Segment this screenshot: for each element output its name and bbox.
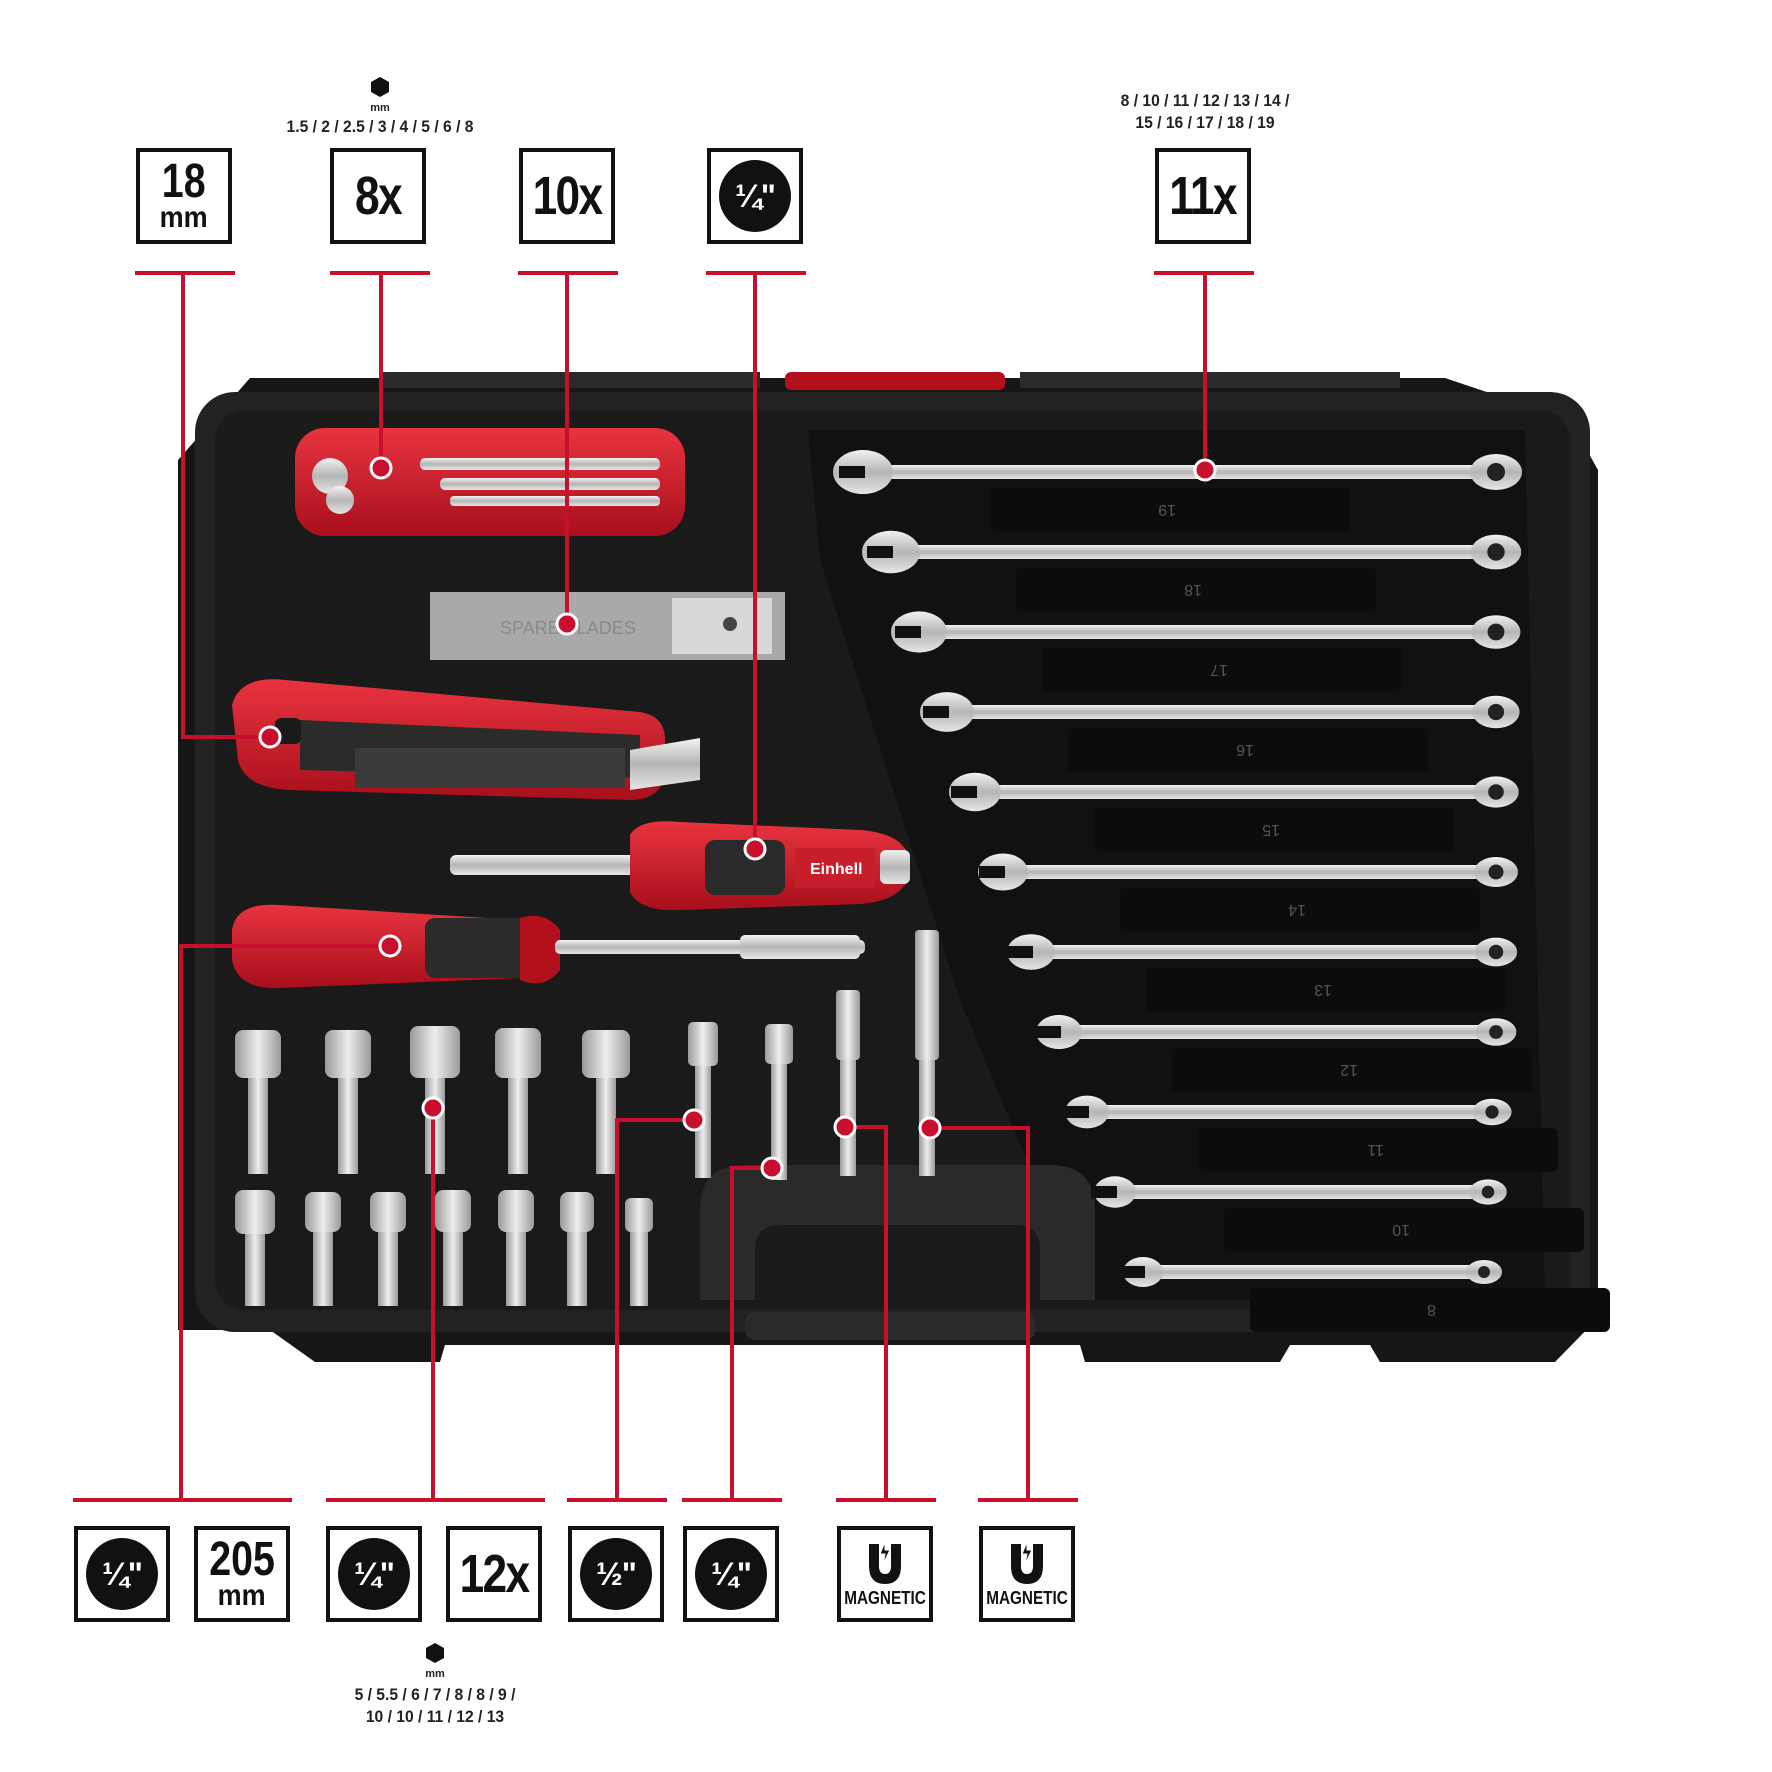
bit-holder: Einhell: [450, 821, 910, 911]
wrench: [1035, 1014, 1517, 1050]
cutter-length-unit: mm: [159, 201, 209, 234]
badge-hex-key-count: 8x: [330, 148, 426, 244]
wrench-slot: [1172, 1048, 1532, 1092]
wrench-size-label: 16: [1236, 741, 1254, 758]
badge-adapter-half: ½": [568, 1526, 664, 1622]
nut-count: 12x: [459, 1544, 531, 1604]
hex-key-set: [295, 428, 685, 536]
wrench: [862, 530, 1522, 574]
hex-key-unit: mm: [370, 102, 390, 114]
badge-magnetic-1: MAGNETIC: [837, 1526, 933, 1622]
badge-adapter-quarter: ¼": [683, 1526, 779, 1622]
magnetic-label: MAGNETIC: [986, 1587, 1068, 1608]
wrench-sizes-line-2: 15 / 16 / 17 / 18 / 19: [1135, 113, 1275, 132]
wrench-size-label: 14: [1288, 901, 1306, 918]
wrench-slot: [990, 488, 1350, 532]
hexagon-icon: [426, 1643, 444, 1663]
nut-unit: mm: [425, 1668, 445, 1680]
wrench-size-label: 18: [1184, 581, 1202, 598]
brand-logo: Einhell: [810, 861, 862, 878]
badge-cutter-length: 18 mm: [136, 148, 232, 244]
wrench: [1007, 934, 1518, 970]
wrench: [1119, 1257, 1502, 1287]
utility-knife: [232, 679, 700, 800]
wrench-size-label: 19: [1158, 501, 1176, 518]
drive-size-icon: ½": [580, 1538, 652, 1610]
callout-dots: [258, 456, 1217, 1180]
spare-blade-pack: SPARE BLADES: [430, 592, 785, 660]
wrench-slot: [1094, 808, 1454, 852]
cutter-length-value: 18: [162, 155, 206, 208]
wrench: [1091, 1176, 1507, 1208]
blade-count: 10x: [532, 166, 604, 226]
wrench-count: 11x: [1169, 166, 1238, 226]
badge-blade-count: 10x: [519, 148, 615, 244]
magnetic-label: MAGNETIC: [844, 1587, 926, 1608]
socket-adapters: [688, 930, 939, 1180]
wrench-slot: [1068, 728, 1428, 772]
nut-size-note: mm 5 / 5.5 / 6 / 7 / 8 / 8 / 9 / 10 / 10…: [315, 1642, 555, 1728]
magnet-icon: [869, 1541, 901, 1584]
drive-size-icon: ¼": [86, 1538, 158, 1610]
hex-key-sizes: 1.5 / 2 / 2.5 / 3 / 4 / 5 / 6 / 8: [286, 117, 474, 136]
hexagon-icon: [371, 77, 389, 97]
nut-setters-row-1: [235, 1026, 630, 1174]
wrench-slot: [1120, 888, 1480, 932]
wrench-size-label: 17: [1210, 661, 1228, 678]
wrench-size-label: 15: [1262, 821, 1280, 838]
wrench-slot: [1016, 568, 1376, 612]
wrench-size-label: 12: [1340, 1061, 1358, 1078]
screwdriver-length-unit: mm: [217, 1579, 267, 1612]
screwdriver-length-value: 205: [209, 1533, 275, 1586]
wrench-size-label: 13: [1314, 981, 1332, 998]
drive-size-icon: ¼": [338, 1538, 410, 1610]
badge-wrench-count: 11x: [1155, 148, 1251, 244]
badge-nut-drive: ¼": [326, 1526, 422, 1622]
nut-setters-row-2: [235, 1190, 653, 1306]
drive-size-icon: ¼": [719, 160, 791, 232]
nut-sizes-line-2: 10 / 10 / 11 / 12 / 13: [365, 1707, 505, 1726]
wrench-size-label: 10: [1392, 1221, 1410, 1238]
wrench-slot: [1250, 1288, 1610, 1332]
wrench: [833, 450, 1522, 494]
wrench: [978, 853, 1518, 891]
wrench-sizes-line-1: 8 / 10 / 11 / 12 / 13 / 14 /: [1120, 91, 1290, 110]
wrench-size-label: 8: [1427, 1301, 1436, 1318]
wrench-set: 19 18 17 16 15 14 13 12 11 10 8: [833, 450, 1610, 1332]
wrench-slot: [1198, 1128, 1558, 1172]
wrench: [920, 692, 1520, 732]
wrench: [1063, 1095, 1512, 1129]
hex-key-count: 8x: [355, 166, 403, 226]
badge-bit-holder-drive: ¼": [707, 148, 803, 244]
badge-screwdriver-drive: ¼": [74, 1526, 170, 1622]
wrench: [891, 611, 1521, 653]
magnet-icon: [1011, 1541, 1043, 1584]
callout-lines: [73, 271, 1254, 1502]
badge-magnetic-2: MAGNETIC: [979, 1526, 1075, 1622]
drive-size-icon: ¼": [695, 1538, 767, 1610]
hex-key-size-note: mm 1.5 / 2 / 2.5 / 3 / 4 / 5 / 6 / 8: [260, 76, 500, 138]
badge-nut-count: 12x: [446, 1526, 542, 1622]
wrench-slot: [1224, 1208, 1584, 1252]
wrench-slot: [1146, 968, 1506, 1012]
nut-sizes-line-1: 5 / 5.5 / 6 / 7 / 8 / 8 / 9 /: [354, 1685, 516, 1704]
badge-screwdriver-length: 205 mm: [194, 1526, 290, 1622]
wrench: [949, 772, 1519, 812]
wrench-size-note: 8 / 10 / 11 / 12 / 13 / 14 / 15 / 16 / 1…: [1090, 90, 1320, 134]
wrench-size-label: 11: [1367, 1141, 1384, 1158]
wrench-slot: [1042, 648, 1402, 692]
